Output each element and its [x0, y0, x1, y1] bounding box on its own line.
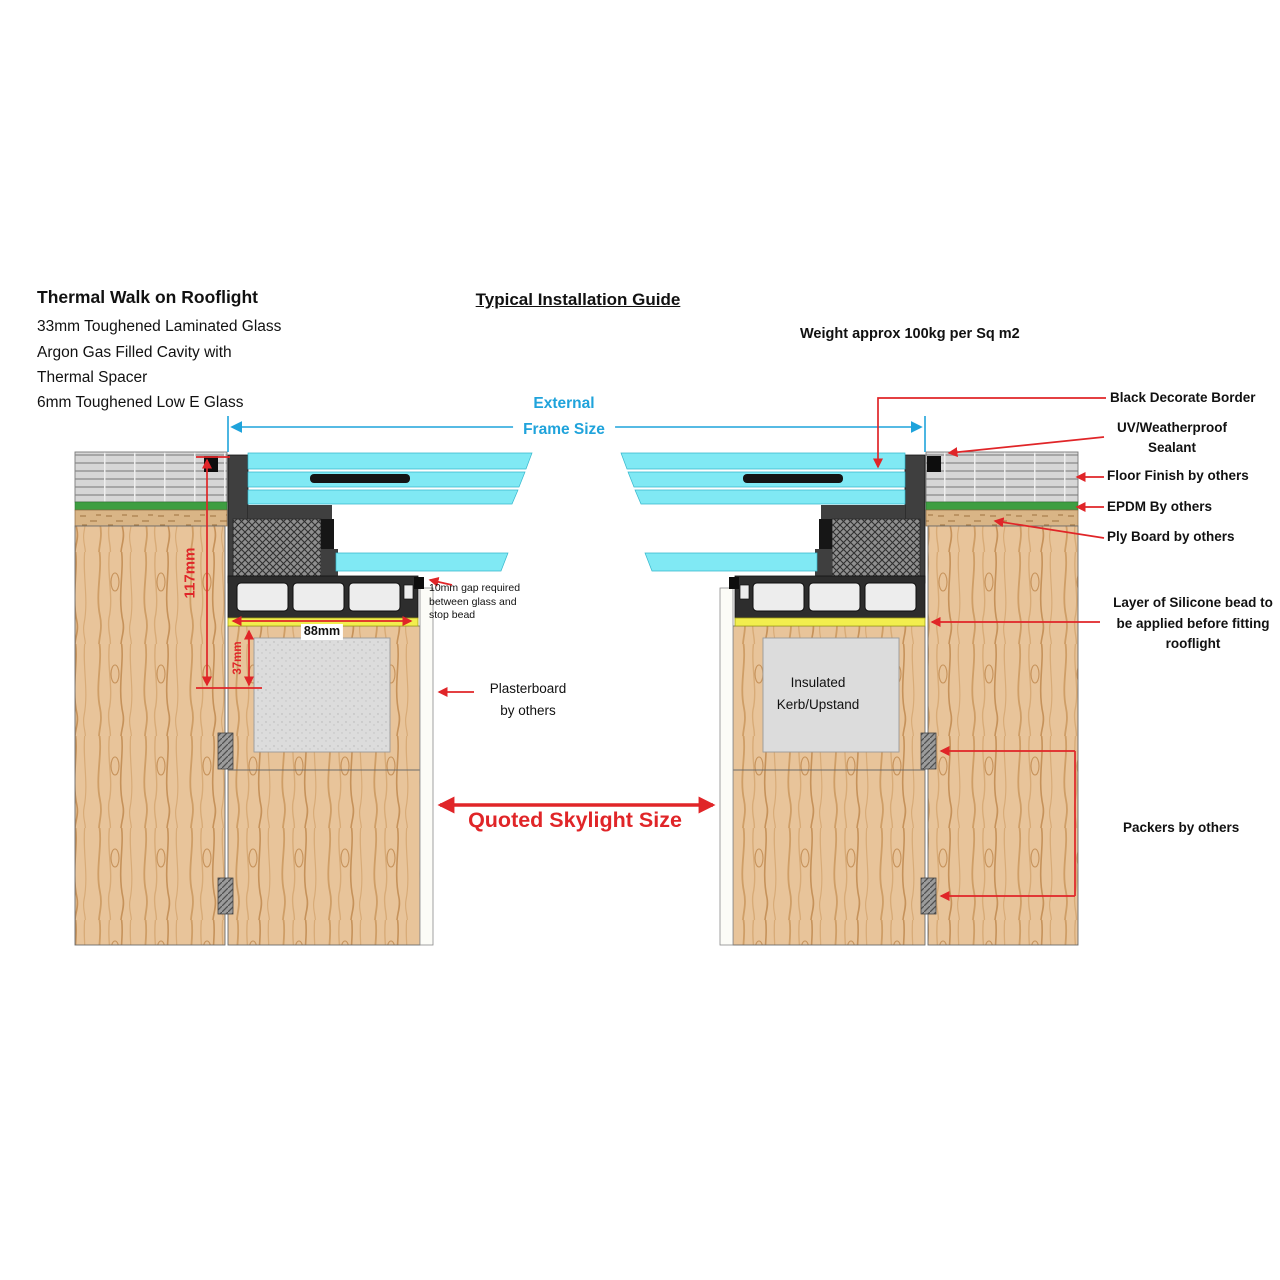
left-black-border	[310, 474, 410, 483]
right-silicone-bead	[734, 617, 926, 627]
left-structural-wall	[74, 525, 226, 946]
gap-note: 10mm gap required between glass and stop…	[429, 582, 520, 623]
red-annotations	[196, 397, 1106, 901]
right-black-border	[743, 474, 843, 483]
plasterboard-label-line1: Plasterboard	[489, 681, 567, 696]
dim-37-label: 37mm	[231, 641, 244, 675]
left-floor-buildup	[74, 451, 228, 527]
plasterboard-label: Plasterboard by others	[490, 678, 567, 722]
product-spec-line-3: Thermal Spacer	[37, 369, 148, 386]
weight-note: Weight approx 100kg per Sq m2	[800, 326, 1020, 342]
callout-silicone-line3: rooflight	[1165, 636, 1221, 651]
guide-title: Typical Installation Guide	[475, 290, 681, 309]
left-stop-bead	[414, 577, 424, 589]
callout-silicone-line2: be applied before fitting	[1116, 615, 1270, 631]
left-packers	[217, 732, 234, 915]
right-structural-wall	[927, 525, 1079, 946]
dim-88-label: 88mm	[300, 624, 344, 640]
callout-uv-line1: UV/Weatherproof	[1116, 420, 1228, 435]
right-rooflight-frame	[729, 454, 941, 627]
product-title: Thermal Walk on Rooflight	[37, 287, 259, 307]
insulated-kerb-face	[762, 637, 900, 753]
callout-uv-sealant: UV/Weatherproof Sealant	[1117, 418, 1227, 458]
dim-117-label: 117mm	[181, 547, 199, 599]
right-kerb	[732, 625, 926, 946]
callout-floor-finish: Floor Finish by others	[1107, 468, 1249, 483]
callout-ply-board: Ply Board by others	[1107, 529, 1235, 544]
right-stop-bead	[729, 577, 739, 589]
callout-black-border: Black Decorate Border	[1110, 390, 1256, 405]
insulated-kerb-label-line2: Kerb/Upstand	[776, 697, 860, 712]
external-frame-size-line2: Frame Size	[523, 421, 605, 438]
callout-packers: Packers by others	[1123, 820, 1240, 835]
external-frame-size-line1: External	[533, 395, 595, 412]
left-uv-sealant-block	[204, 456, 218, 472]
right-glass-unit	[620, 452, 906, 572]
callout-uv-line2: Sealant	[1147, 440, 1197, 455]
product-spec-line-2: Argon Gas Filled Cavity with	[37, 344, 232, 361]
gap-note-line2: between glass and	[429, 595, 517, 608]
left-plasterboard-strip	[419, 587, 434, 946]
insulated-kerb-label: Insulated Kerb/Upstand	[777, 672, 860, 716]
external-frame-size-label: External Frame Size	[513, 391, 615, 443]
callout-epdm: EPDM By others	[1107, 499, 1213, 514]
right-uv-sealant-block	[927, 456, 941, 472]
gap-note-line1: 10mm gap required	[429, 582, 521, 594]
left-kerb	[227, 625, 421, 946]
uv-sealant-arrow	[947, 436, 1105, 458]
left-glass-unit	[247, 452, 533, 572]
callout-silicone-line1: Layer of Silicone bead to	[1113, 595, 1273, 610]
right-plasterboard-strip	[719, 587, 734, 946]
right-floor-buildup	[925, 451, 1079, 527]
insulated-kerb-label-line1: Insulated	[790, 675, 846, 690]
ply-board-arrow	[993, 517, 1105, 539]
gap-note-line3: stop bead	[429, 609, 476, 621]
product-spec-line-4: 6mm Toughened Low E Glass	[37, 394, 244, 411]
black-border-arrow	[873, 397, 1106, 469]
quoted-skylight-size-label: Quoted Skylight Size	[468, 808, 682, 832]
right-packers	[920, 732, 937, 915]
gap-note-arrow	[428, 577, 453, 587]
plasterboard-label-line2: by others	[500, 703, 556, 718]
product-spec-line-1: 33mm Toughened Laminated Glass	[37, 318, 282, 335]
callout-silicone: Layer of Silicone bead to be applied bef…	[1113, 593, 1273, 655]
